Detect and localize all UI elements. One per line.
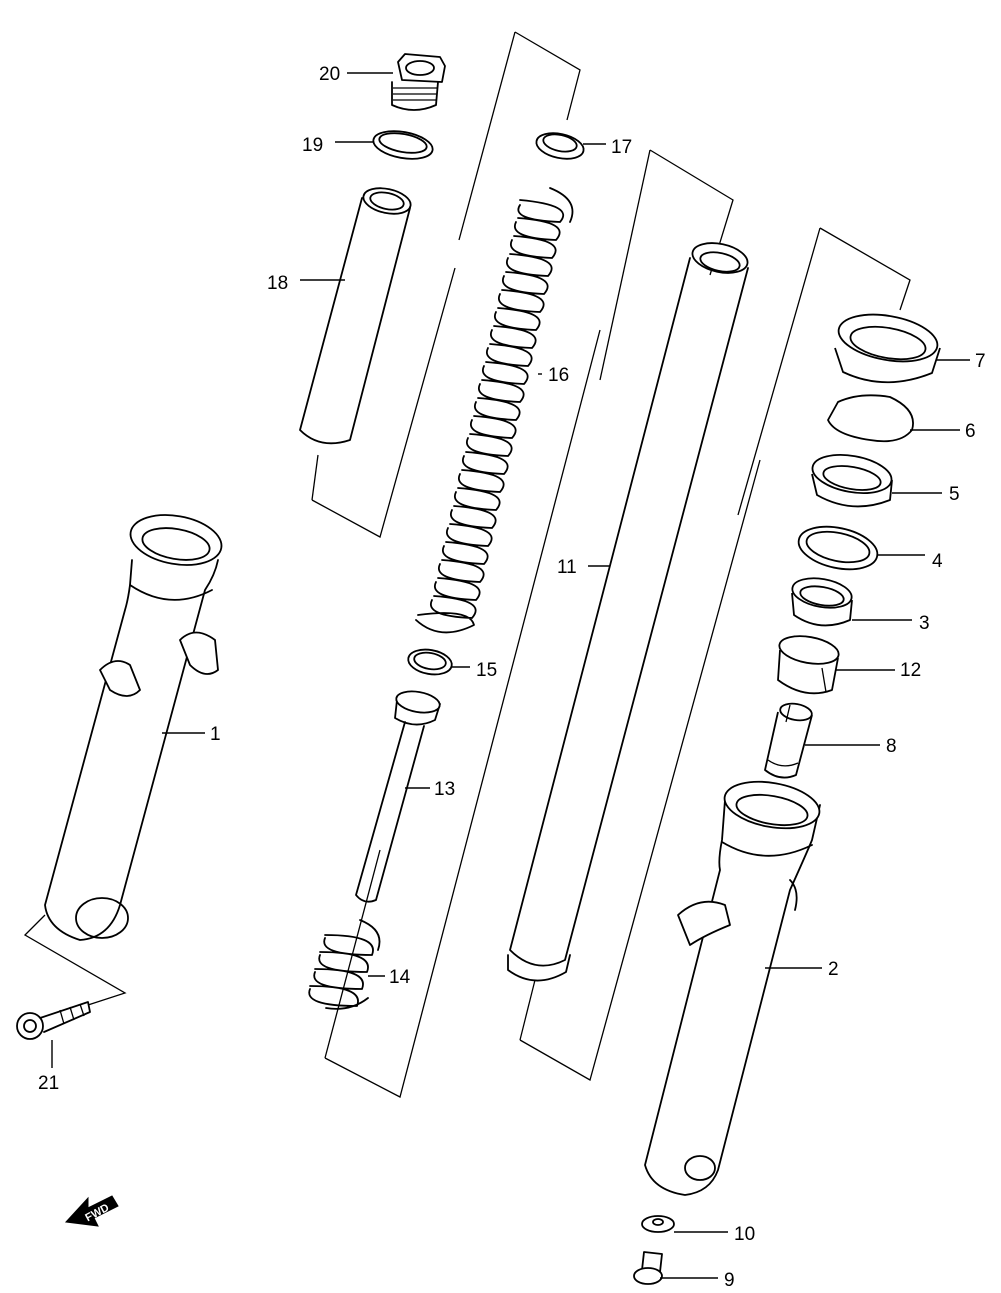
group-bracket-inner-tube: [519, 149, 761, 1081]
part-5-oil-seal: [811, 454, 893, 508]
leader-lines: [51, 72, 970, 1279]
part-8-oil-lock-piece: [764, 702, 813, 779]
group-bracket-bolt-21: [23, 914, 127, 1006]
callout-5: 5: [949, 484, 960, 505]
part-2-outer-tube: [644, 780, 821, 1196]
callout-7: 7: [975, 351, 986, 372]
part-1-outer-tube: [44, 514, 223, 941]
part-6-clip: [827, 394, 914, 443]
callout-8: 8: [886, 736, 897, 757]
part-16-spring: [415, 187, 574, 634]
callout-21: 21: [38, 1073, 59, 1094]
arrow-left-icon: FWD: [64, 1195, 119, 1227]
callout-18: 18: [267, 273, 288, 294]
callout-2: 2: [828, 959, 839, 980]
callout-4: 4: [932, 551, 943, 572]
part-10-washer: [641, 1215, 675, 1233]
callout-14: 14: [389, 967, 411, 988]
part-17-ring: [535, 132, 585, 160]
part-11-inner-tube: [507, 242, 749, 982]
callout-11: 11: [557, 557, 577, 578]
callout-10: 10: [734, 1224, 755, 1245]
callout-15: 15: [476, 660, 497, 681]
part-13-damper-rod: [355, 690, 441, 903]
callout-6: 6: [965, 421, 976, 442]
callout-20: 20: [319, 64, 340, 85]
part-12-slide-bushing: [777, 635, 840, 695]
callout-17: 17: [611, 137, 632, 158]
part-15-ring: [407, 648, 453, 676]
part-4-washer: [797, 525, 879, 571]
part-7-dust-seal: [834, 313, 941, 384]
callout-12: 12: [900, 660, 921, 681]
callout-1: 1: [210, 724, 221, 745]
callout-3: 3: [919, 613, 930, 634]
callout-19: 19: [302, 135, 323, 156]
callout-9: 9: [724, 1270, 735, 1291]
part-20-cap-bolt: [391, 53, 446, 111]
part-14-rebound-spring: [308, 919, 381, 1010]
callout-16: 16: [548, 365, 569, 386]
callout-13: 13: [434, 779, 455, 800]
part-19-o-ring: [372, 130, 434, 160]
group-bracket-outer: [737, 227, 911, 516]
part-9-drain-bolt: [633, 1251, 663, 1285]
part-21-bolt: [16, 1001, 91, 1040]
part-3-bushing: [791, 577, 853, 627]
part-18-spacer-tube: [299, 187, 412, 445]
